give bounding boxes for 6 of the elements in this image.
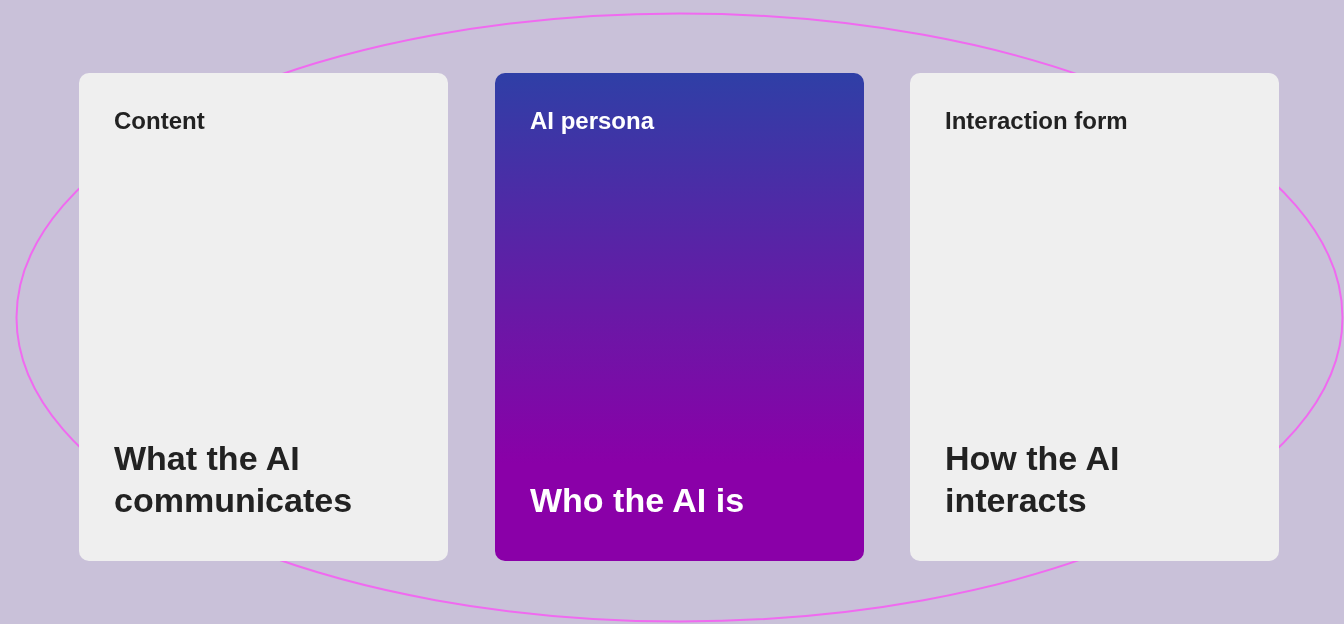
card-heading: AI persona bbox=[530, 107, 656, 135]
card-heading: Interaction form bbox=[945, 107, 1129, 135]
card-heading: Content bbox=[114, 107, 206, 135]
card-text: Who the AI is bbox=[530, 480, 746, 521]
card-text: What the AI communicates bbox=[114, 438, 354, 521]
card-text: How the AI interacts bbox=[945, 438, 1121, 521]
